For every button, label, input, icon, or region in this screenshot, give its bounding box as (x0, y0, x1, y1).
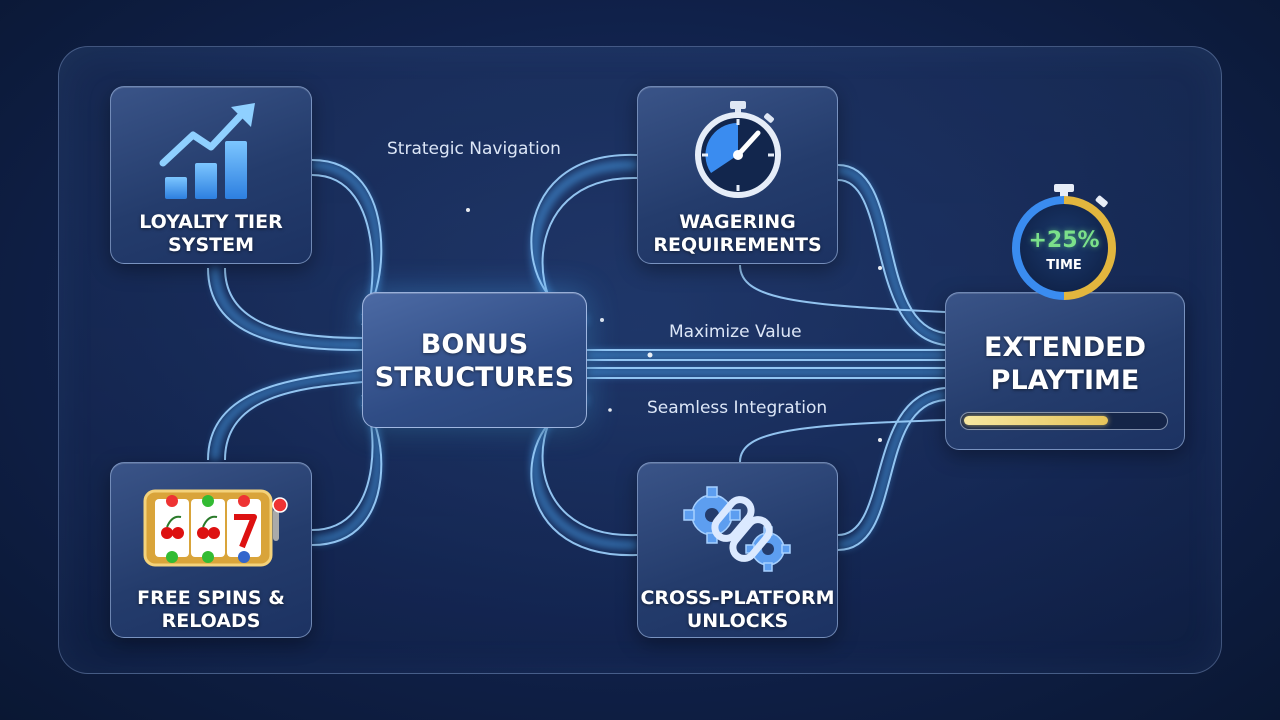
time-bonus-value: +25% (1028, 228, 1100, 253)
free-spins-label-line2: RELOADS (161, 610, 261, 632)
cross-platform-card: CROSS-PLATFORM UNLOCKS (637, 462, 838, 638)
slot-machine-icon (143, 489, 288, 567)
loyalty-tier-label-line1: LOYALTY TIER (139, 211, 283, 233)
extended-playtime-label-line2: PLAYTIME (990, 365, 1140, 396)
playtime-progress-fill (964, 416, 1108, 425)
stopwatch-icon (695, 101, 781, 198)
bonus-structures-card: BONUS STRUCTURES (362, 292, 587, 428)
growth-chart-icon (159, 103, 255, 199)
loyalty-tier-card: LOYALTY TIER SYSTEM (110, 86, 312, 264)
free-spins-label-line1: FREE SPINS & (137, 587, 285, 609)
time-bonus-label: TIME (1046, 258, 1082, 273)
extended-playtime-label-line1: EXTENDED (984, 332, 1146, 363)
free-spins-card: FREE SPINS & RELOADS (110, 462, 312, 638)
time-bonus-badge: +25% TIME (1008, 182, 1120, 302)
bonus-structures-label-line2: STRUCTURES (374, 362, 575, 393)
connection-label-maximize-value: Maximize Value (669, 322, 802, 342)
wagering-label-line2: REQUIREMENTS (653, 234, 822, 256)
connection-label-seamless-integration: Seamless Integration (647, 398, 828, 418)
bonus-structures-label-line1: BONUS (420, 329, 529, 360)
link-gears-icon (683, 486, 791, 572)
wagering-label-line1: WAGERING (679, 211, 796, 233)
cross-platform-label-line2: UNLOCKS (686, 610, 789, 632)
stopwatch-icon (1012, 184, 1116, 300)
wagering-card: WAGERING REQUIREMENTS (637, 86, 838, 264)
connection-label-strategic-navigation: Strategic Navigation (387, 139, 561, 159)
playtime-progress-bar (960, 412, 1168, 430)
extended-playtime-card: EXTENDED PLAYTIME (945, 292, 1185, 450)
cross-platform-label-line1: CROSS-PLATFORM (640, 587, 835, 609)
loyalty-tier-label-line2: SYSTEM (168, 234, 254, 256)
